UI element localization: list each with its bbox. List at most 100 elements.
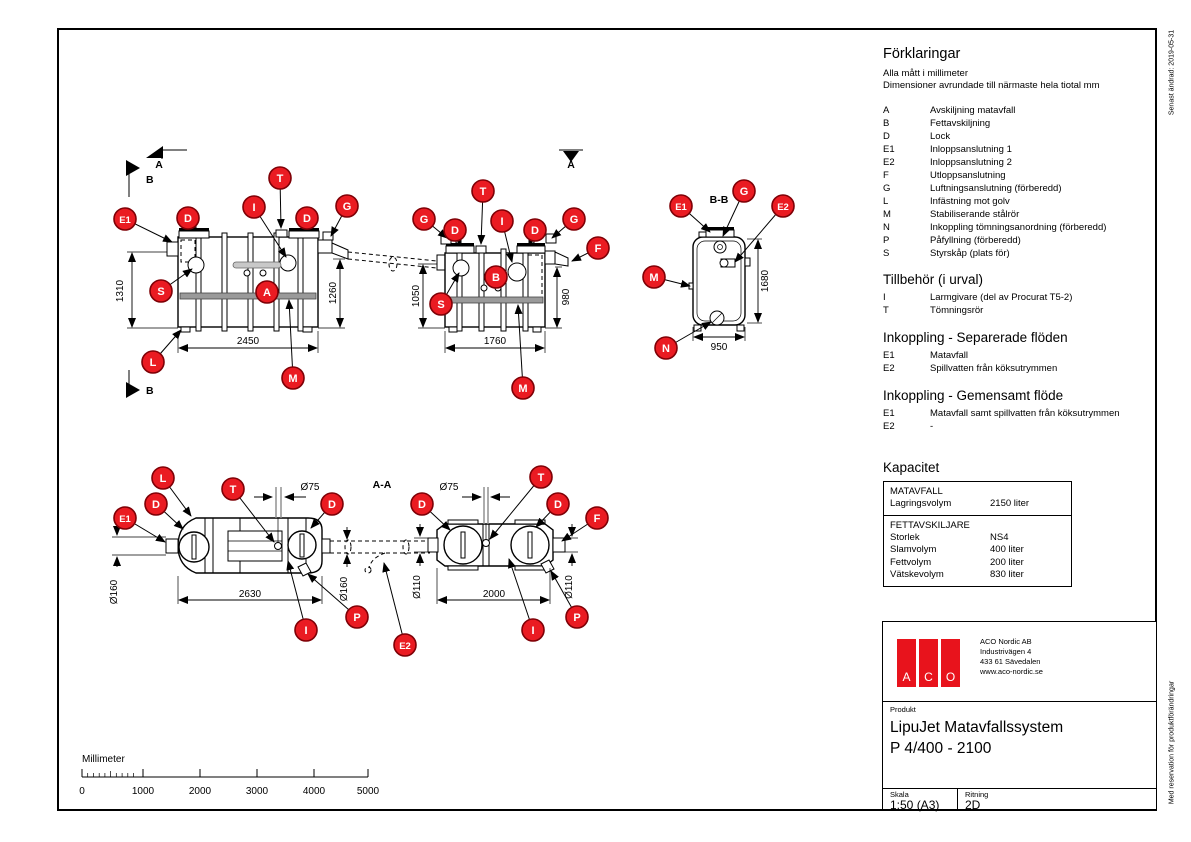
title-block-logo-row: A C O ACO Nordic AB Industrivägen 4 433 … [883, 622, 1156, 702]
legend-item: A Avskiljning matavfall [883, 104, 1155, 117]
part-marker-I: I [490, 209, 514, 233]
capacity-row: Slamvolym 400 liter [890, 544, 1065, 557]
capacity-table: MATAVFALL Lagringsvolym 2150 liter FETTA… [883, 481, 1072, 587]
part-marker-E1: E1 [669, 194, 693, 218]
marker-leader-line [285, 299, 294, 379]
legend-item-label: Infästning mot golv [930, 196, 1010, 207]
capacity-row-value: NS4 [990, 531, 1009, 543]
connection-item: E1 Matavfall samt spillvatten från köksu… [883, 407, 1155, 420]
part-marker-S: S [149, 279, 173, 303]
svg-text:S: S [157, 286, 164, 298]
part-marker-D: D [144, 492, 168, 516]
legend-item: F Utloppsanslutning [883, 169, 1155, 182]
svg-text:F: F [595, 243, 602, 255]
view-elevation-fettavskiljare [418, 149, 583, 353]
legend-item-code: L [883, 196, 889, 207]
legend-item-code: G [883, 183, 891, 194]
accessories-title: Tillbehör (i urval) [883, 272, 984, 287]
legend-item-label: Stabiliserande stålrör [930, 209, 1020, 220]
drawing-text: A-A [373, 479, 392, 491]
part-marker-G: G [412, 207, 436, 231]
part-marker-G: G [562, 207, 586, 231]
capacity-row-label: Lagringsvolym [890, 498, 952, 509]
part-marker-T: T [471, 179, 495, 203]
legend-item-label: Fettavskiljning [930, 118, 991, 129]
part-marker-F: F [586, 236, 610, 260]
part-marker-G: G [732, 179, 756, 203]
capacity-section-header: FETTAVSKILJARE [890, 519, 970, 531]
accessories-panel: Tillbehör (i urval) I Larmgivare (del av… [883, 272, 1155, 317]
drawing-text: 3000 [246, 786, 269, 797]
drawing-text: Ø160 [339, 576, 350, 601]
svg-text:P: P [353, 612, 360, 624]
svg-text:M: M [518, 383, 527, 395]
legend-item-code: B [883, 118, 890, 129]
connection-separate-panel: Inkoppling - Separerade flöden E1 Matavf… [883, 330, 1155, 375]
connection-item-code: E1 [883, 350, 895, 361]
part-marker-P: P [565, 605, 589, 629]
view-plan-matavfall [112, 487, 430, 604]
company-street: Industrivägen 4 [980, 647, 1032, 656]
product-name: LipuJet Matavfallssystem P 4/400 - 2100 [890, 717, 1156, 759]
drawing-text: Ø75 [301, 482, 320, 493]
capacity-row-value: 830 liter [990, 569, 1024, 581]
title-block: A C O ACO Nordic AB Industrivägen 4 433 … [882, 621, 1157, 811]
legend-item-code: M [883, 209, 891, 220]
capacity-row: Fettvolym 200 liter [890, 557, 1065, 570]
svg-text:T: T [538, 472, 545, 484]
legend-item-code: D [883, 131, 890, 142]
capacity-row-label: Slamvolym [890, 544, 937, 556]
legend-item-code: E2 [883, 157, 895, 168]
view-section-bb [688, 227, 762, 341]
capacity-row: Lagringsvolym 2150 liter [890, 498, 1065, 511]
legend-item-label: Inloppsanslutning 2 [930, 157, 1012, 168]
part-marker-T: T [221, 477, 245, 501]
capacity-row-label: Vätskevolym [890, 569, 944, 581]
part-marker-M: M [511, 376, 535, 400]
marker-leader-line [489, 476, 542, 540]
svg-text:F: F [594, 513, 601, 525]
part-marker-E1: E1 [113, 207, 137, 231]
drawing-text: A [155, 159, 163, 171]
drawing-text: 980 [561, 288, 572, 305]
product-label: Produkt [890, 705, 916, 714]
legend-item-label: Påfyllning (förberedd) [930, 235, 1021, 246]
connection-item: E2 Spillvatten från köksutrymmen [883, 362, 1155, 375]
part-marker-M: M [281, 366, 305, 390]
part-marker-T: T [529, 465, 553, 489]
capacity-row: Vätskevolym 830 liter [890, 569, 1065, 582]
connection-item: E2 - [883, 420, 1155, 433]
legend-item-code: A [883, 105, 890, 116]
connection-item-label: - [930, 421, 934, 432]
capacity-row-value: 2150 liter [990, 498, 1030, 509]
connection-item-label: Matavfall [930, 350, 969, 361]
view-elevation-matavfall [126, 146, 438, 398]
svg-text:D: D [451, 225, 459, 237]
aco-logo-square-a: A [897, 639, 916, 687]
legend-item-code: S [883, 248, 890, 259]
drawing-text: 2450 [237, 336, 260, 347]
drawing-text: B-B [710, 194, 729, 206]
legend-item-label: Inloppsanslutning 1 [930, 144, 1012, 155]
capacity-row-value: 200 liter [990, 556, 1024, 568]
edge-note-disclaimer: Med reservation för produktförändringar [1168, 680, 1176, 805]
view-plan-fettavskiljare [414, 487, 578, 604]
legend-item-label: Avskiljning matavfall [930, 105, 1016, 116]
part-marker-F: F [585, 506, 609, 530]
drawing-text: 1310 [115, 279, 126, 302]
capacity-row-label: Fettvolym [890, 556, 932, 568]
company-address: ACO Nordic AB Industrivägen 4 433 61 Säv… [980, 637, 1043, 677]
part-marker-E1: E1 [113, 506, 137, 530]
part-marker-D: D [410, 492, 434, 516]
svg-text:M: M [649, 272, 658, 284]
svg-text:G: G [570, 214, 579, 226]
connection-common-list: E1 Matavfall samt spillvatten från köksu… [883, 407, 1155, 433]
drawing-text: Millimeter [82, 754, 125, 765]
accessory-item-code: T [883, 305, 889, 316]
logo-letter: O [945, 670, 956, 684]
drawing-text: B [146, 174, 154, 186]
drawing-text: Ø75 [440, 482, 459, 493]
svg-text:M: M [288, 373, 297, 385]
